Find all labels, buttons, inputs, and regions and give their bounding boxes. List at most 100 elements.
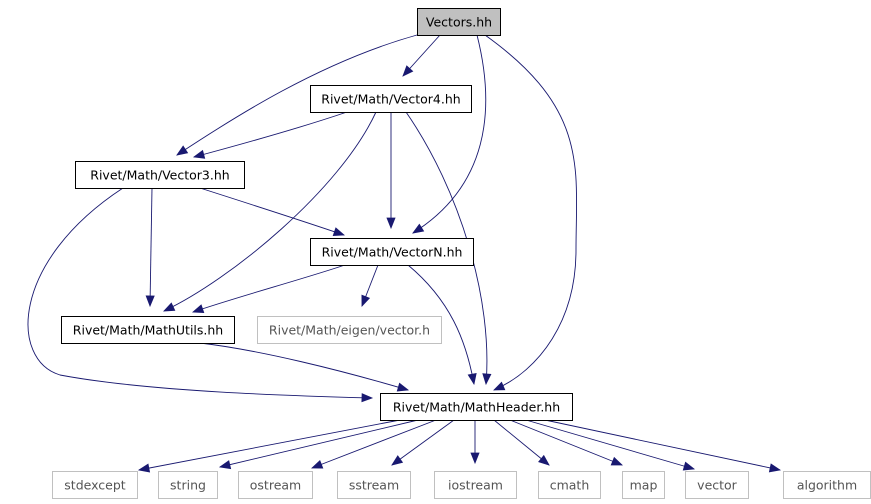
- node-box: [158, 471, 218, 499]
- arrowhead-icon: [396, 382, 410, 392]
- node-map[interactable]: map: [622, 471, 665, 499]
- arrowhead-icon: [332, 227, 346, 236]
- edge-mathutils-to-mathheader: [199, 342, 410, 392]
- node-box: [538, 471, 601, 499]
- arrowhead-icon: [467, 372, 477, 386]
- node-stdexcept[interactable]: stdexcept: [52, 471, 138, 499]
- node-vectors[interactable]: Vectors.hh: [417, 8, 501, 36]
- edge-line: [509, 419, 623, 466]
- edge-line: [311, 419, 437, 469]
- node-label: Vectors.hh: [426, 15, 492, 30]
- node-label: algorithm: [797, 478, 857, 493]
- node-label: ostream: [250, 478, 301, 493]
- node-sstream[interactable]: sstream: [337, 471, 411, 499]
- edge-vector3-to-mathutils: [145, 187, 155, 308]
- arrowhead-icon: [176, 145, 189, 156]
- edge-line: [163, 111, 377, 312]
- edge-mathheader-to-stdexcept: [137, 419, 401, 473]
- node-label: Rivet/Math/Vector3.hh: [90, 168, 229, 183]
- node-box: [238, 471, 313, 499]
- arrowhead-icon: [482, 373, 492, 386]
- arrowhead-icon: [610, 456, 623, 466]
- edge-vectorN-to-eigenvector: [361, 264, 379, 308]
- edge-vector3-to-vectorN: [199, 187, 346, 236]
- edge-mathheader-to-map: [509, 419, 623, 466]
- node-box: [310, 238, 474, 266]
- edge-mathheader-to-iostream: [470, 420, 480, 465]
- edge-vector4-to-vector3: [192, 111, 348, 159]
- node-label: sstream: [349, 478, 399, 493]
- arrowhead-icon: [391, 455, 404, 466]
- node-box: [434, 471, 517, 499]
- edge-line: [192, 264, 346, 313]
- node-string[interactable]: string: [158, 471, 218, 499]
- edge-line: [525, 419, 695, 470]
- edge-line: [149, 187, 153, 307]
- edge-vector3-to-mathheader: [27, 187, 374, 403]
- edge-line: [407, 264, 475, 385]
- arrowhead-icon: [768, 463, 782, 473]
- arrowhead-icon: [386, 217, 396, 230]
- edge-vectors-to-vector3: [176, 34, 418, 156]
- node-box: [380, 393, 573, 421]
- node-box: [417, 8, 501, 36]
- node-mathheader[interactable]: Rivet/Math/MathHeader.hh: [380, 393, 573, 421]
- edge-vectorN-to-mathutils: [191, 264, 346, 313]
- node-vector3[interactable]: Rivet/Math/Vector3.hh: [75, 161, 245, 189]
- edge-vectors-to-vectorN: [412, 34, 487, 234]
- node-label: map: [630, 478, 658, 493]
- arrowhead-icon: [538, 454, 550, 466]
- arrowhead-icon: [192, 149, 206, 159]
- edge-mathheader-to-cmath: [493, 419, 550, 466]
- edge-line: [219, 419, 419, 468]
- node-vector4[interactable]: Rivet/Math/Vector4.hh: [310, 85, 472, 113]
- node-box: [337, 471, 411, 499]
- node-box: [622, 471, 665, 499]
- edge-vectorN-to-mathheader: [407, 264, 477, 386]
- node-eigenvector[interactable]: Rivet/Math/eigen/vector.h: [257, 316, 442, 344]
- edge-mathheader-to-sstream: [391, 419, 455, 466]
- nodes-layer: Vectors.hhRivet/Math/Vector4.hhRivet/Mat…: [52, 8, 871, 499]
- node-label: Rivet/Math/MathUtils.hh: [73, 323, 223, 338]
- arrowhead-icon: [361, 294, 371, 308]
- node-algorithm[interactable]: algorithm: [783, 471, 871, 499]
- node-box: [783, 471, 871, 499]
- edge-mathheader-to-algorithm: [544, 419, 782, 473]
- edge-line: [391, 419, 455, 466]
- arrowhead-icon: [137, 463, 151, 473]
- node-ostream[interactable]: ostream: [238, 471, 313, 499]
- arrowhead-icon: [145, 295, 155, 308]
- node-vectorN[interactable]: Rivet/Math/VectorN.hh: [310, 238, 474, 266]
- arrowhead-icon: [191, 304, 205, 313]
- edge-line: [199, 187, 345, 236]
- edge-vectors-to-mathheader: [484, 34, 578, 391]
- node-box: [52, 471, 138, 499]
- arrowhead-icon: [470, 452, 480, 465]
- node-vector[interactable]: vector: [685, 471, 749, 499]
- edge-vectors-to-vector4: [402, 34, 441, 77]
- arrowhead-icon: [163, 302, 176, 312]
- arrowhead-icon: [218, 460, 232, 470]
- edge-line: [412, 34, 487, 234]
- arrowhead-icon: [361, 393, 374, 403]
- node-iostream[interactable]: iostream: [434, 471, 517, 499]
- edge-vector4-to-vectorN: [386, 112, 396, 230]
- edge-mathheader-to-ostream: [310, 419, 437, 469]
- edge-line: [176, 34, 418, 156]
- arrowhead-icon: [412, 223, 425, 234]
- edge-line: [484, 34, 578, 391]
- node-mathutils[interactable]: Rivet/Math/MathUtils.hh: [61, 316, 235, 344]
- node-label: Rivet/Math/VectorN.hh: [322, 245, 463, 260]
- node-box: [685, 471, 749, 499]
- node-cmath[interactable]: cmath: [538, 471, 601, 499]
- node-label: Rivet/Math/eigen/vector.h: [269, 323, 430, 338]
- node-box: [257, 316, 442, 344]
- arrowhead-icon: [310, 459, 324, 469]
- edge-line: [27, 187, 373, 399]
- edges-layer: [27, 34, 782, 473]
- node-box: [310, 85, 472, 113]
- edge-mathheader-to-string: [218, 419, 419, 470]
- edge-line: [138, 419, 401, 471]
- arrowhead-icon: [682, 461, 696, 471]
